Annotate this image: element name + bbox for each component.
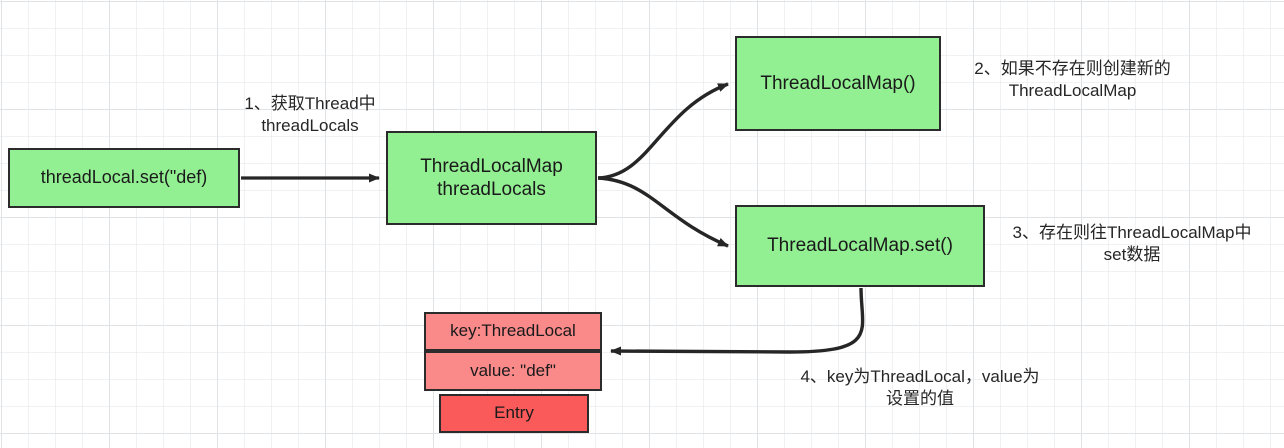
node-threadlocalmap-threadlocals[interactable]: ThreadLocalMap threadLocals bbox=[386, 131, 597, 225]
connector-map-set-to-entry bbox=[610, 287, 865, 356]
entry-key-cell[interactable]: key:ThreadLocal bbox=[424, 312, 602, 351]
annotation-step-1: 1、获取Thread中 threadLocals bbox=[244, 94, 376, 136]
annotation-step-3: 3、存在则往ThreadLocalMap中 set数据 bbox=[1012, 223, 1252, 265]
node-threadlocal-set[interactable]: threadLocal.set("def) bbox=[8, 148, 240, 208]
annotation-step-4: 4、key为ThreadLocal，value为 设置的值 bbox=[800, 367, 1040, 409]
node-threadlocalmap-constructor[interactable]: ThreadLocalMap() bbox=[735, 36, 941, 131]
node-threadlocalmap-set[interactable]: ThreadLocalMap.set() bbox=[735, 205, 985, 287]
entry-title-cell[interactable]: Entry bbox=[439, 394, 589, 433]
annotation-step-2: 2、如果不存在则创建新的 ThreadLocalMap bbox=[974, 59, 1171, 101]
entry-value-cell[interactable]: value: "def" bbox=[424, 351, 602, 391]
connector-threadlocals-to-map-set bbox=[597, 176, 729, 248]
connector-threadlocals-to-new-map bbox=[597, 82, 729, 180]
